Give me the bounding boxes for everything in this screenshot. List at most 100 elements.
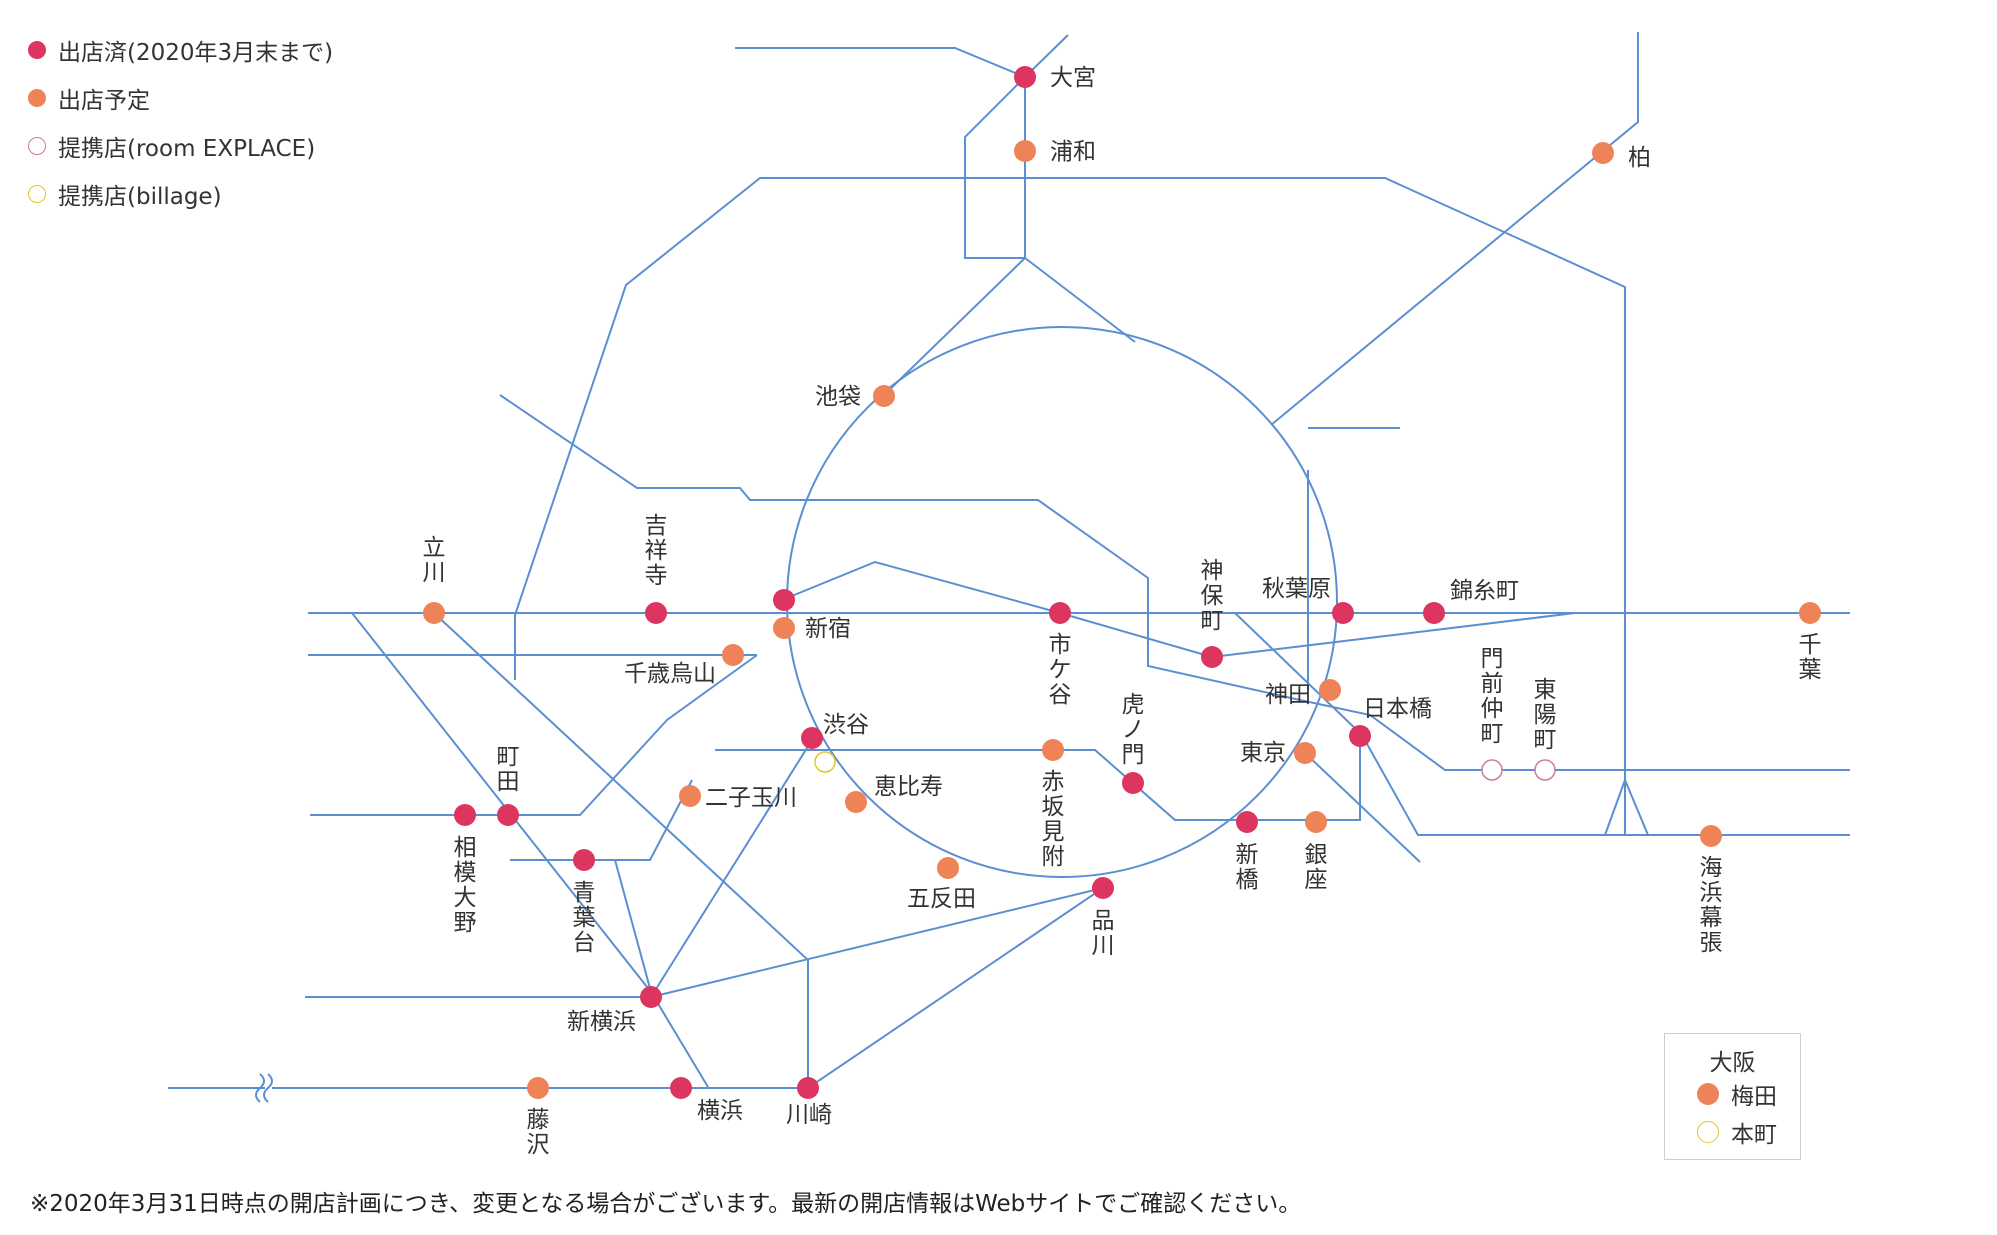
- rail-line: [715, 740, 1361, 821]
- legend-item-planned: 出店予定: [28, 74, 333, 122]
- station-label-ichigaya: 市ケ谷: [1049, 632, 1072, 708]
- footnote: ※2020年3月31日時点の開店計画につき、変更となる場合がございます。最新の開…: [30, 1191, 1302, 1217]
- station-marker-makuhari: [1700, 825, 1722, 847]
- rail-line: [1270, 32, 1639, 426]
- station-marker-ginza: [1305, 811, 1327, 833]
- rail-line: [735, 34, 1069, 79]
- station-label-kanda: 神田: [1265, 682, 1311, 708]
- station-label-urawa: 浦和: [1050, 139, 1096, 165]
- planned-dot-icon: [1697, 1083, 1719, 1105]
- station-marker-akihabara: [1332, 602, 1354, 624]
- station-marker-akasaka: [1042, 739, 1064, 761]
- rail-line: [310, 654, 758, 816]
- stations: [423, 66, 1821, 1099]
- station-marker-monzen: [1481, 759, 1503, 781]
- station-marker-tachikawa: [423, 602, 445, 624]
- station-label-gotanda: 五反田: [907, 886, 976, 912]
- legend-label: 出店済(2020年3月末まで): [58, 40, 334, 66]
- station-marker-shinyoko: [640, 986, 662, 1008]
- osaka-title: 大阪: [1709, 1050, 1756, 1076]
- station-marker-ichigaya: [1049, 602, 1071, 624]
- station-label-shimbashi: 新橋: [1236, 842, 1259, 893]
- rail-line: [514, 177, 1626, 835]
- station-marker-sagami: [454, 804, 476, 826]
- rail-line: [1234, 612, 1850, 836]
- station-label-shinjuku: 新宿: [805, 616, 851, 642]
- station-label-sagami: 相模大野: [454, 835, 477, 936]
- legend: 出店済(2020年3月末まで) 出店予定 提携店(room EXPLACE) 提…: [28, 26, 333, 218]
- station-marker-ebisu: [845, 791, 867, 813]
- legend-label: 提携店(room EXPLACE): [58, 136, 316, 162]
- station-marker-chiba: [1799, 602, 1821, 624]
- station-label-monzen: 門前仲町: [1481, 646, 1504, 747]
- station-label-jimbocho: 神保町: [1201, 558, 1224, 634]
- break-stroke: [255, 1073, 265, 1103]
- station-label-kinshicho: 錦糸町: [1450, 578, 1519, 604]
- rail-line: [1304, 752, 1421, 863]
- station-marker-futako: [679, 785, 701, 807]
- station-label-makuhari: 海浜幕張: [1700, 855, 1723, 956]
- planned-dot-icon: [28, 89, 46, 107]
- station-label-ginza: 銀座: [1305, 842, 1328, 893]
- station-marker-kichijoji: [645, 602, 667, 624]
- station-marker-kanda: [1319, 679, 1341, 701]
- station-label-akasaka: 赤坂見附: [1042, 769, 1065, 870]
- rail-line: [964, 76, 1026, 259]
- station-label-aoba: 青葉台: [573, 880, 596, 956]
- station-marker-toyocho: [1534, 759, 1556, 781]
- station-label-kawasaki: 川崎: [786, 1102, 832, 1128]
- legend-item-partner-billage: 提携店(billage): [28, 170, 333, 218]
- legend-item-opened: 出店済(2020年3月末まで): [28, 26, 333, 74]
- station-marker-ikebukuro: [873, 385, 895, 407]
- station-label-futako: 二子玉川: [705, 785, 797, 811]
- station-marker-shinagawa: [1092, 877, 1114, 899]
- partner-room-ring-icon: [28, 137, 46, 155]
- opened-dot-icon: [28, 41, 46, 59]
- station-labels: 大宮浦和柏池袋立川吉祥寺新宿千歳烏山市ケ谷神保町秋葉原錦糸町千葉神田日本橋東京門…: [423, 65, 1822, 1158]
- station-label-akihabara: 秋葉原: [1262, 576, 1331, 602]
- station-marker-aoba: [573, 849, 595, 871]
- station-label-machida: 町田: [497, 744, 520, 795]
- station-marker-fujisawa: [527, 1077, 549, 1099]
- legend-label: 出店予定: [58, 88, 150, 114]
- rail-line: [1024, 257, 1136, 343]
- station-label-shibuya: 渋谷: [823, 712, 869, 738]
- station-marker-chitose: [722, 644, 744, 666]
- osaka-item-umeda: 梅田: [1665, 1075, 1800, 1113]
- osaka-label: 梅田: [1731, 1084, 1777, 1110]
- rail-line: [882, 257, 1026, 397]
- station-label-chitose: 千歳烏山: [624, 661, 716, 687]
- station-marker-shinjuku: [773, 617, 795, 639]
- station-label-kashiwa: 柏: [1628, 145, 1651, 171]
- station-marker-urawa: [1014, 140, 1036, 162]
- station-label-chiba: 千葉: [1799, 632, 1822, 683]
- station-marker-kashiwa: [1592, 142, 1614, 164]
- station-marker-machida: [497, 804, 519, 826]
- legend-item-partner-room: 提携店(room EXPLACE): [28, 122, 333, 170]
- station-marker-jimbocho: [1201, 646, 1223, 668]
- rail-line: [650, 887, 1104, 998]
- station-label-toyocho: 東陽町: [1534, 677, 1557, 753]
- station-marker-toranomon: [1122, 772, 1144, 794]
- rail-line: [614, 859, 652, 993]
- station-marker-gotanda: [937, 857, 959, 879]
- station-marker-shibuya: [801, 727, 823, 749]
- partner-billage-ring-icon: [1697, 1121, 1719, 1143]
- station-marker-shimbashi: [1236, 811, 1258, 833]
- station-marker-nihombashi: [1349, 725, 1371, 747]
- station-label-fujisawa: 藤沢: [527, 1107, 550, 1158]
- station-label-shinagawa: 品川: [1092, 908, 1115, 959]
- rail-line: [510, 779, 693, 861]
- line-break-mark: [255, 1073, 273, 1103]
- station-marker-shibuya_b: [814, 751, 836, 773]
- station-marker-shinjuku_n: [773, 589, 795, 611]
- osaka-label: 本町: [1731, 1122, 1777, 1148]
- station-label-nihombashi: 日本橋: [1363, 696, 1432, 722]
- osaka-item-hommachi: 本町: [1665, 1113, 1800, 1151]
- station-marker-kawasaki: [797, 1077, 819, 1099]
- station-label-ikebukuro: 池袋: [815, 384, 861, 410]
- station-marker-omiya: [1014, 66, 1036, 88]
- break-stroke: [263, 1073, 273, 1103]
- station-label-ebisu: 恵比寿: [874, 774, 943, 800]
- station-label-toranomon: 虎ノ門: [1122, 692, 1145, 768]
